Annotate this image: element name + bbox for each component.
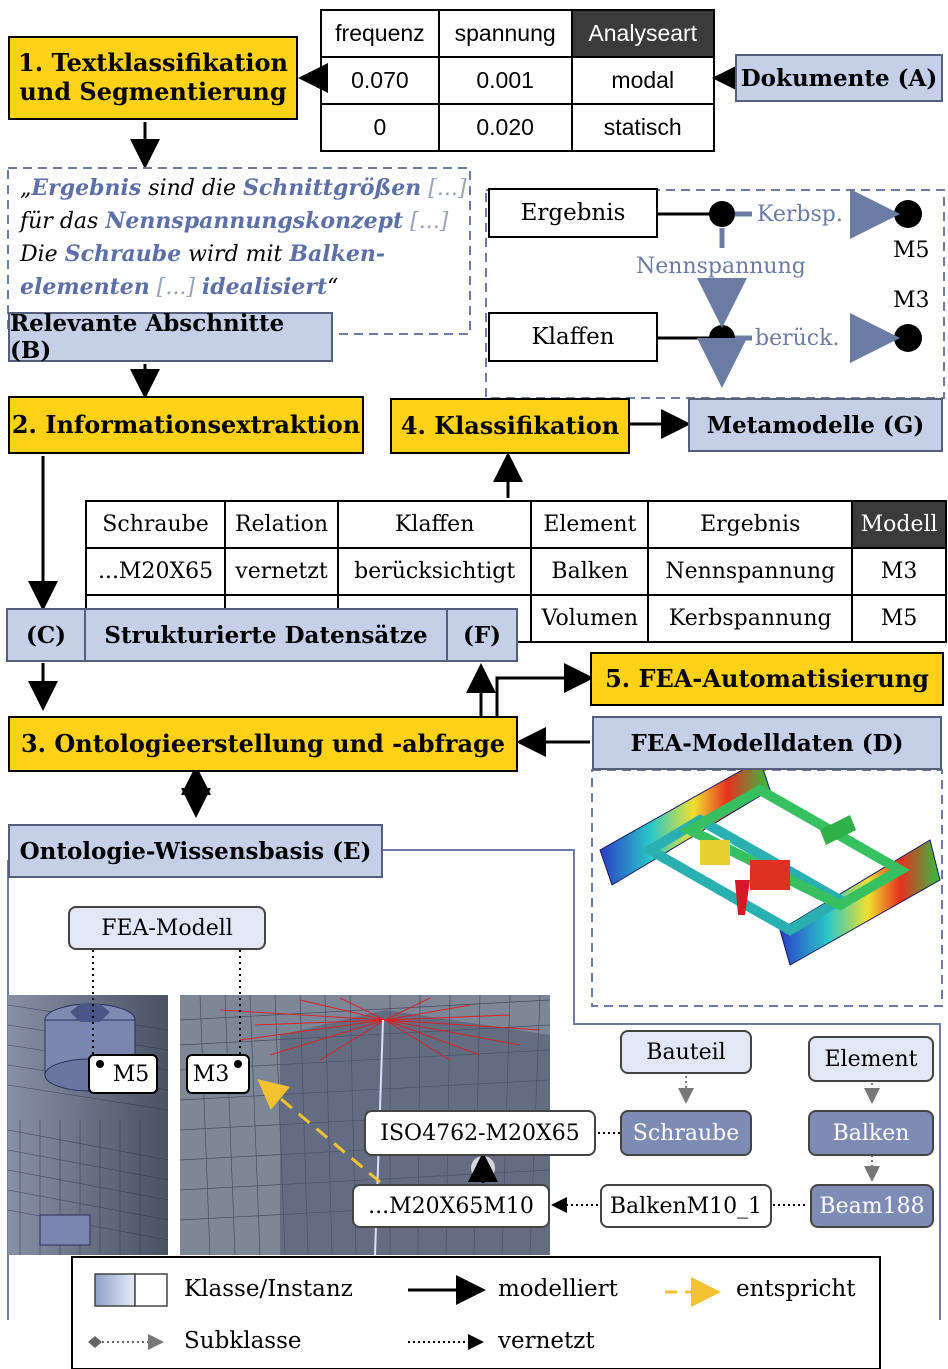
step-5-box: 5. FEA-Automatisierung bbox=[590, 652, 944, 706]
doc-header: frequenz bbox=[320, 9, 440, 58]
structured-datasets-bar: (C) Strukturierte Datensätze (F) bbox=[6, 608, 518, 662]
model-m3-label: M3 bbox=[893, 288, 930, 313]
relevant-text-quote: „Ergebnis sind die Schnittgrößen [...] f… bbox=[20, 175, 467, 300]
label-f: (F) bbox=[462, 621, 502, 649]
documents-table: frequenz spannung Analyseart 0.070 0.001… bbox=[320, 9, 715, 152]
node-m20x65m10: ...M20X65M10 bbox=[352, 1184, 550, 1228]
label-dokumente: Dokumente (A) bbox=[735, 54, 943, 102]
table-cell: Nennspannung bbox=[647, 547, 854, 596]
doc-cell: 0.001 bbox=[437, 56, 573, 105]
model-label-m3: M3 bbox=[186, 1054, 250, 1094]
legend-klasse-instanz: Klasse/Instanz bbox=[184, 1276, 353, 1302]
structured-data-table: Schraube Relation Klaffen Element Ergebn… bbox=[84, 500, 947, 643]
doc-cell: modal bbox=[570, 56, 715, 105]
legend-vernetzt: vernetzt bbox=[498, 1328, 595, 1354]
step-4-box: 4. Klassifikation bbox=[390, 398, 630, 454]
doc-header: Analyseart bbox=[570, 9, 715, 58]
table-cell: Kerbspannung bbox=[647, 594, 854, 643]
node-bauteil: Bauteil bbox=[620, 1030, 752, 1074]
legend-entspricht: entspricht bbox=[736, 1276, 856, 1302]
legend-subklasse: Subklasse bbox=[184, 1328, 302, 1354]
node-schraube: Schraube bbox=[620, 1110, 752, 1156]
table-header: Schraube bbox=[84, 500, 227, 549]
table-cell: Balken bbox=[530, 547, 650, 596]
table-header: Modell bbox=[851, 500, 947, 549]
node-balkenm10: BalkenM10_1 bbox=[600, 1184, 772, 1228]
doc-cell: 0 bbox=[320, 103, 440, 152]
dot-icon bbox=[96, 1060, 104, 1068]
node-element: Element bbox=[808, 1036, 934, 1082]
doc-header: spannung bbox=[437, 9, 573, 58]
node-balken: Balken bbox=[808, 1110, 934, 1156]
node-klaffen: Klaffen bbox=[488, 312, 658, 362]
dot-icon bbox=[234, 1060, 242, 1068]
table-cell: M5 bbox=[851, 594, 947, 643]
node-fea-modell: FEA-Modell bbox=[68, 906, 266, 950]
node-beam188: Beam188 bbox=[810, 1184, 934, 1228]
label-metamodelle: Metamodelle (G) bbox=[688, 398, 943, 452]
step-3-box: 3. Ontologieerstellung und -abfrage bbox=[8, 716, 518, 772]
table-cell: M3 bbox=[851, 547, 947, 596]
edge-kerbsp: Kerbsp. bbox=[757, 202, 843, 227]
edge-nennspannung: Nennspannung bbox=[636, 254, 806, 279]
table-header: Klaffen bbox=[336, 500, 533, 549]
doc-cell: 0.020 bbox=[437, 103, 573, 152]
doc-cell: 0.070 bbox=[320, 56, 440, 105]
table-header: Relation bbox=[224, 500, 339, 549]
step-2-box: 2. Informationsextraktion bbox=[8, 396, 364, 454]
label-relevante-abschnitte: Relevante Abschnitte (B) bbox=[8, 310, 333, 364]
label-fea-modelldaten: FEA-Modelldaten (D) bbox=[592, 716, 942, 770]
label-c: (C) bbox=[8, 610, 86, 660]
table-cell: vernetzt bbox=[224, 547, 339, 596]
table-cell: ...M20X65 bbox=[84, 547, 227, 596]
table-cell: Volumen bbox=[530, 594, 650, 643]
fea-frame-render bbox=[599, 759, 941, 966]
edge-berueck: berück. bbox=[755, 326, 840, 351]
label-strukturierte-datensaetze: Strukturierte Datensätze bbox=[86, 610, 448, 660]
model-label-m5: M5 bbox=[88, 1054, 158, 1094]
legend-modelliert: modelliert bbox=[498, 1276, 618, 1302]
label-ontologie-wissensbasis: Ontologie-Wissensbasis (E) bbox=[8, 824, 383, 878]
model-m5-label: M5 bbox=[893, 238, 930, 263]
step-1-box: 1. Textklassifikation und Segmentierung bbox=[8, 36, 298, 120]
node-iso4762: ISO4762-M20X65 bbox=[364, 1110, 596, 1156]
table-cell: berücksichtigt bbox=[336, 547, 533, 596]
table-header: Ergebnis bbox=[647, 500, 854, 549]
doc-cell: statisch bbox=[570, 103, 715, 152]
node-ergebnis: Ergebnis bbox=[488, 188, 658, 238]
table-header: Element bbox=[530, 500, 650, 549]
